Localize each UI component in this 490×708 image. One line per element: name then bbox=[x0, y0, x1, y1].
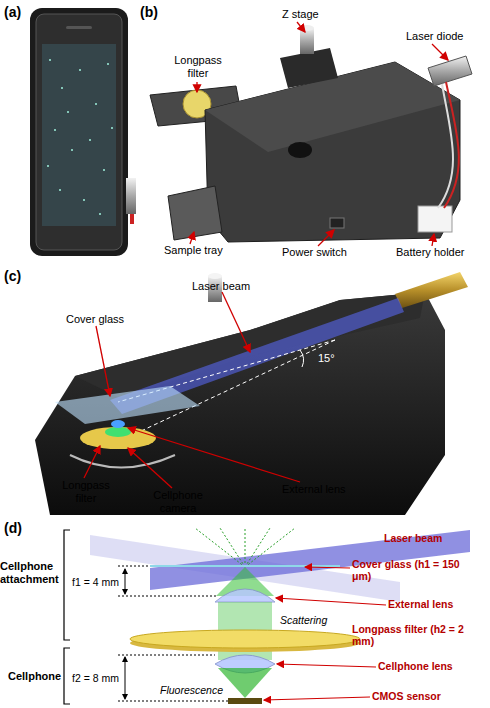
part-label: Laser beam bbox=[192, 280, 250, 293]
part-label: Power switch bbox=[282, 246, 347, 259]
part-label: Cellphone camera bbox=[146, 489, 210, 514]
note-label: Scattering bbox=[280, 614, 327, 626]
power-switch bbox=[330, 218, 344, 228]
screen-dots bbox=[47, 59, 113, 215]
laser-diode bbox=[428, 56, 472, 86]
cmos-sensor bbox=[228, 698, 262, 704]
part-label: Cover glass bbox=[66, 313, 124, 326]
z-stage-knob-top bbox=[208, 273, 222, 279]
phone-speaker bbox=[66, 26, 92, 29]
sample-tray bbox=[168, 186, 222, 240]
part-label: CMOS sensor bbox=[372, 690, 441, 702]
cover-glass bbox=[55, 386, 200, 424]
angle-label: 15° bbox=[318, 352, 335, 365]
dimension-arrows bbox=[118, 566, 228, 701]
part-label: Laser beam bbox=[384, 532, 442, 544]
part-label: External lens bbox=[388, 598, 453, 610]
part-label: External lens bbox=[282, 483, 346, 496]
longpass-filter bbox=[80, 427, 156, 449]
part-label: Battery holder bbox=[396, 246, 464, 259]
phone-case bbox=[30, 8, 128, 256]
part-label: Longpass filter bbox=[56, 479, 116, 504]
part-label: Longpass filter bbox=[170, 54, 226, 79]
render-3d bbox=[35, 272, 468, 515]
panel-label: (d) bbox=[4, 520, 22, 536]
device-body bbox=[205, 62, 460, 242]
device-body bbox=[35, 292, 445, 515]
leader-arrows bbox=[190, 22, 448, 246]
laser-diode bbox=[395, 272, 468, 308]
note-label: Fluorescence bbox=[160, 684, 223, 696]
dotted-rays bbox=[195, 528, 295, 567]
external-lens bbox=[215, 589, 275, 602]
part-label: Cover glass (h1 = 150 μm) bbox=[352, 558, 480, 582]
brackets bbox=[64, 530, 70, 704]
dimension-label: f2 = 8 mm bbox=[72, 672, 119, 684]
part-label: Sample tray bbox=[164, 244, 223, 257]
part-label: Z stage bbox=[282, 8, 319, 21]
longpass-filter bbox=[130, 630, 360, 648]
phone-body bbox=[36, 14, 122, 250]
angle-arc bbox=[300, 350, 304, 367]
optics-schematic bbox=[64, 528, 470, 704]
attachment-laser bbox=[126, 178, 136, 214]
fluorescence-glow bbox=[105, 427, 131, 437]
wire bbox=[438, 84, 453, 208]
external-lens bbox=[111, 420, 125, 428]
attachment-photo bbox=[150, 22, 472, 246]
camera-slot bbox=[70, 455, 175, 468]
camera-hole bbox=[288, 142, 312, 158]
fluorescence-focus bbox=[218, 668, 272, 698]
part-label: Laser diode bbox=[406, 30, 464, 43]
phone-screen bbox=[42, 44, 116, 226]
z-stage-knob bbox=[300, 28, 314, 54]
dimension-label: f1 = 4 mm bbox=[72, 576, 119, 588]
group-label: Cellphone bbox=[8, 670, 61, 683]
panel-label: (a) bbox=[4, 4, 21, 20]
attachment-wire bbox=[130, 214, 134, 224]
battery-holder bbox=[418, 206, 452, 232]
phone-photo bbox=[30, 8, 136, 256]
panel-label: (c) bbox=[4, 268, 21, 284]
part-label: Longpass filter (h2 = 2 mm) bbox=[352, 623, 486, 647]
panel-label: (b) bbox=[140, 4, 158, 20]
group-label: Cellphone attachment bbox=[0, 560, 64, 585]
part-label: Cellphone lens bbox=[378, 660, 453, 672]
